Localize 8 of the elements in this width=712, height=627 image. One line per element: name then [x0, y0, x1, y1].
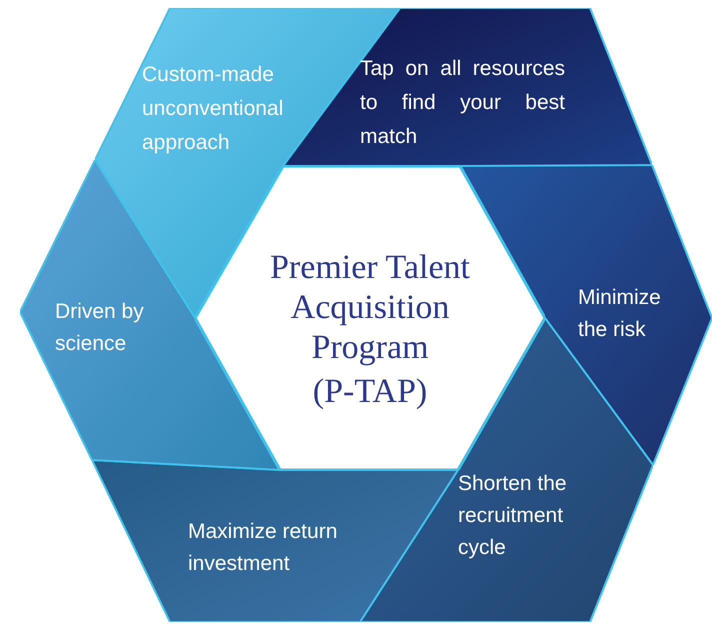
- segment-label: Tap on all resources to find your best match: [360, 56, 565, 150]
- segment-label: Driven by science: [55, 299, 145, 357]
- center-subtitle: (P-TAP): [312, 372, 428, 412]
- segment-label: Shorten the recruitment cycle: [458, 471, 568, 561]
- segment-label: Custom-made unconventional approach: [142, 62, 284, 156]
- segment-label: Maximize return investment: [188, 519, 338, 577]
- segment-label: Minimize the risk: [578, 285, 662, 343]
- center-title: Premier Talent Acquisition Program: [269, 248, 471, 368]
